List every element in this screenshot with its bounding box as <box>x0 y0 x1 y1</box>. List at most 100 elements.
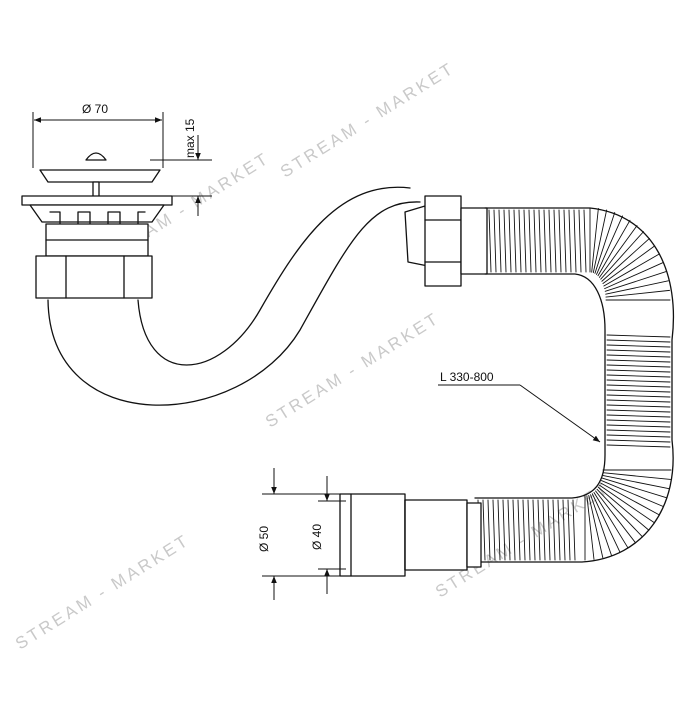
hose-rib <box>606 334 671 338</box>
hose-rib <box>606 424 671 428</box>
hose-rib <box>522 499 526 561</box>
hose-rib <box>537 499 541 561</box>
hose-rib <box>598 225 638 278</box>
hose-rib <box>606 344 671 348</box>
hose-rib <box>498 209 502 273</box>
hose-ribs-corners <box>584 207 672 561</box>
strainer-plate <box>39 169 161 183</box>
hose-rib <box>586 495 595 560</box>
hose-rib <box>592 209 608 274</box>
hose-rib <box>547 499 551 561</box>
sink-outlet <box>21 195 173 299</box>
hose-rib <box>558 209 562 273</box>
hose-rib <box>602 474 670 490</box>
hose-rib <box>596 488 643 538</box>
hose-rib <box>567 499 571 561</box>
hose-rib <box>606 444 671 448</box>
hose-rib <box>591 208 599 273</box>
hose-rib <box>606 439 671 443</box>
hose-rib <box>528 209 532 273</box>
label-outer-diameter: Ø 50 <box>257 526 271 552</box>
drain-strainer <box>39 152 161 201</box>
hose-rib <box>573 209 577 273</box>
watermark-group: STREAM - MARKET STREAM - MARKET STREAM -… <box>12 58 613 653</box>
watermark-text-4: STREAM - MARKET <box>12 530 193 653</box>
hose-rib <box>538 209 542 273</box>
hose-rib <box>548 209 552 273</box>
hose-rib <box>606 399 671 403</box>
adapter-body <box>339 493 406 577</box>
hose-rib <box>590 494 613 557</box>
hose-rib <box>492 499 496 561</box>
hose-rib <box>502 499 506 561</box>
hose-rib <box>557 499 561 561</box>
label-max-height: max 15 <box>183 118 197 158</box>
hose-rib <box>606 389 671 393</box>
hose-rib <box>597 219 631 277</box>
hose-rib <box>606 419 671 423</box>
hose-rib <box>596 215 623 275</box>
hose-rib <box>527 499 531 561</box>
hose-rib <box>493 209 497 273</box>
hose-rib <box>532 499 536 561</box>
hose-rib <box>606 409 671 413</box>
hose-connector <box>424 195 488 287</box>
hose-rib <box>517 499 521 561</box>
hose-rib <box>603 253 660 287</box>
connector-nut <box>424 195 462 287</box>
hose-rib <box>553 209 557 273</box>
hose-rib <box>595 490 636 544</box>
hose-rib <box>523 209 527 273</box>
hose-rib <box>605 280 669 295</box>
hose-rib <box>606 429 671 433</box>
outlet-flange <box>21 195 173 206</box>
hose-rib <box>604 262 664 290</box>
hose-rib <box>606 339 671 343</box>
hose-rib <box>602 472 671 480</box>
dim-length-leader <box>519 384 601 443</box>
hose-rib <box>482 499 486 561</box>
hose-rib <box>508 209 512 273</box>
hose-rib <box>594 212 616 274</box>
strainer-knob <box>85 152 107 161</box>
outlet-body <box>29 204 165 223</box>
corrugated-hose <box>474 207 675 563</box>
hose-rib <box>542 499 546 561</box>
hose-rib <box>600 482 660 516</box>
watermark-text-3: STREAM - MARKET <box>262 308 443 431</box>
hose-rib <box>583 209 587 273</box>
hose-rib <box>601 477 668 499</box>
connector-sleeve <box>460 207 488 275</box>
hose-rib <box>552 499 556 561</box>
hose-rib <box>606 414 671 418</box>
hose-rib <box>487 499 491 561</box>
hose-rib <box>606 359 671 363</box>
hose-rib <box>518 209 522 273</box>
hose-rib <box>503 209 507 273</box>
adapter-sleeve <box>404 499 468 571</box>
hose-rib <box>606 374 671 378</box>
hose-rib <box>606 394 671 398</box>
hose-rib <box>606 369 671 373</box>
hose-rib <box>513 209 517 273</box>
hose-rib <box>533 209 537 273</box>
label-inner-diameter: Ø 40 <box>310 524 324 550</box>
hose-rib <box>606 404 671 408</box>
hose-ribs-right <box>606 334 671 448</box>
hose-rib <box>488 209 492 273</box>
watermark-text-1: STREAM - MARKET <box>277 58 458 181</box>
label-outlet-diameter: Ø 70 <box>82 102 108 116</box>
hose-rib <box>606 434 671 438</box>
union-nut <box>35 255 153 299</box>
label-hose-length: L 330-800 <box>440 370 494 384</box>
hose-rib <box>591 493 621 553</box>
hose-rib <box>572 499 576 561</box>
hose-rib <box>543 209 547 273</box>
hose-rib <box>568 209 572 273</box>
s-bend-outer-edge <box>47 201 421 406</box>
sewer-adapter <box>339 493 482 577</box>
hose-rib <box>606 379 671 383</box>
hose-rib <box>593 492 629 549</box>
hose-rib <box>497 499 501 561</box>
